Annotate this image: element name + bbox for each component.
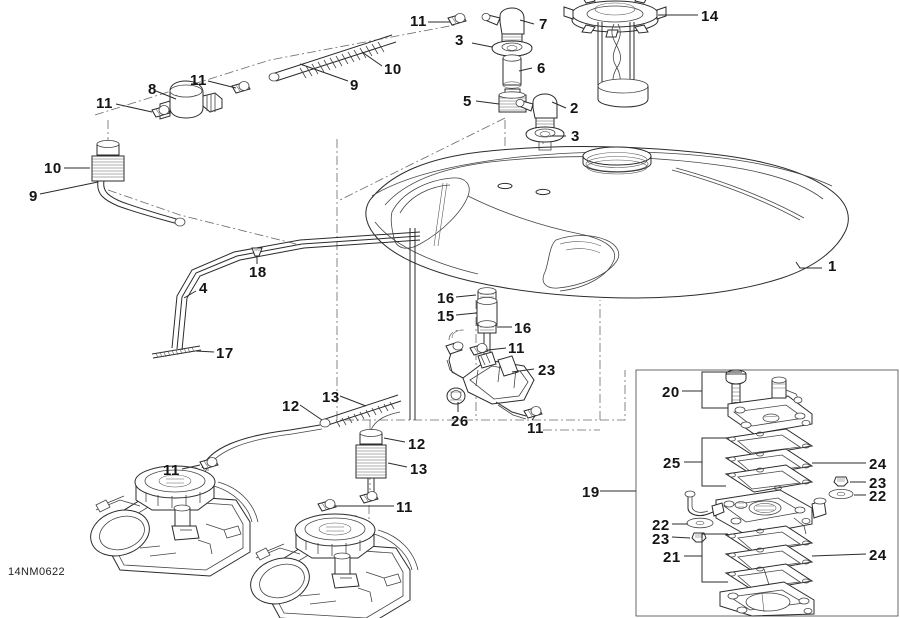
callout-11a: 11 [410,13,427,30]
upper-fitting-stack [481,7,533,113]
carburetor-left [90,465,259,577]
callout-13a: 13 [322,389,340,406]
callout-3a: 3 [455,32,464,49]
callout-13b: 13 [410,461,428,478]
leader-lines [39,14,867,583]
callout-18: 18 [249,264,267,281]
callout-24a: 24 [869,456,887,473]
callout-4: 4 [199,280,208,297]
callout-11d: 11 [508,340,525,357]
fuel-line-bracket [151,231,421,359]
screw-20 [725,369,747,406]
callout-3b: 3 [571,128,580,145]
callout-10a: 10 [384,61,402,78]
callout-21: 21 [663,549,681,566]
nut-washer-right [828,476,854,499]
hose-clamp-carb-left [199,457,219,470]
diagram-id-label: 14NM0622 [8,566,66,578]
callout-16a: 16 [437,290,455,307]
callout-22a: 22 [652,517,670,534]
callout-11c: 11 [96,95,113,112]
callout-2: 2 [570,100,579,117]
fuel-level-sender [563,0,667,108]
callout-16b: 16 [514,320,532,337]
inline-fuel-filter [151,80,251,120]
carburetor-right [250,499,419,618]
callout-20: 20 [662,384,680,401]
centre-lines [94,24,626,560]
callout-11f: 11 [163,462,180,479]
hose-12-13-vertical [355,411,401,504]
pump-cover-plate [727,376,813,435]
callout-11e: 11 [527,420,544,437]
hose-spring-left [91,139,186,227]
callout-10b: 10 [44,160,62,177]
callout-23a: 23 [652,531,670,548]
callout-23c: 23 [538,362,556,379]
callout-8: 8 [148,81,157,98]
callout-11g: 11 [396,499,413,516]
fuel-filter-assembly [476,287,498,372]
callout-19: 19 [582,484,600,501]
gasket-set-21 [724,525,814,592]
carb-feed-lines [201,228,416,473]
callout-9b: 9 [29,188,38,205]
pump-base-plate [719,581,815,617]
fuel-pump-assembly [445,329,543,420]
callout-11b: 11 [190,72,207,89]
washer-nut-left [686,517,714,543]
callout-17: 17 [216,345,234,362]
callout-12a: 12 [282,398,300,415]
fuel-tank-body [365,146,849,299]
callout-9a: 9 [350,77,359,94]
callout-7: 7 [539,16,548,33]
hose-spring-upper [268,34,397,82]
callout-5: 5 [463,93,472,110]
repair-kit-box [635,369,899,617]
hose-12-13-upper [319,394,402,428]
filler-cap [582,146,652,175]
spring-clip [151,345,202,359]
callout-22b: 22 [869,488,887,505]
pump-main-body [684,489,827,537]
callout-24b: 24 [869,547,887,564]
callout-14: 14 [701,8,719,25]
callout-25: 25 [663,455,681,472]
callout-15: 15 [437,308,455,325]
callout-12b: 12 [408,436,426,453]
callout-1: 1 [828,258,837,275]
gasket-set-25 [724,428,814,493]
hose-clamp-top [447,13,467,26]
callout-26: 26 [451,413,469,430]
callout-23b: 23 [869,475,887,492]
lower-fitting-stack [515,93,565,151]
callout-6: 6 [537,60,546,77]
hose-clamp-group [231,81,251,94]
grommet-26 [446,387,466,405]
